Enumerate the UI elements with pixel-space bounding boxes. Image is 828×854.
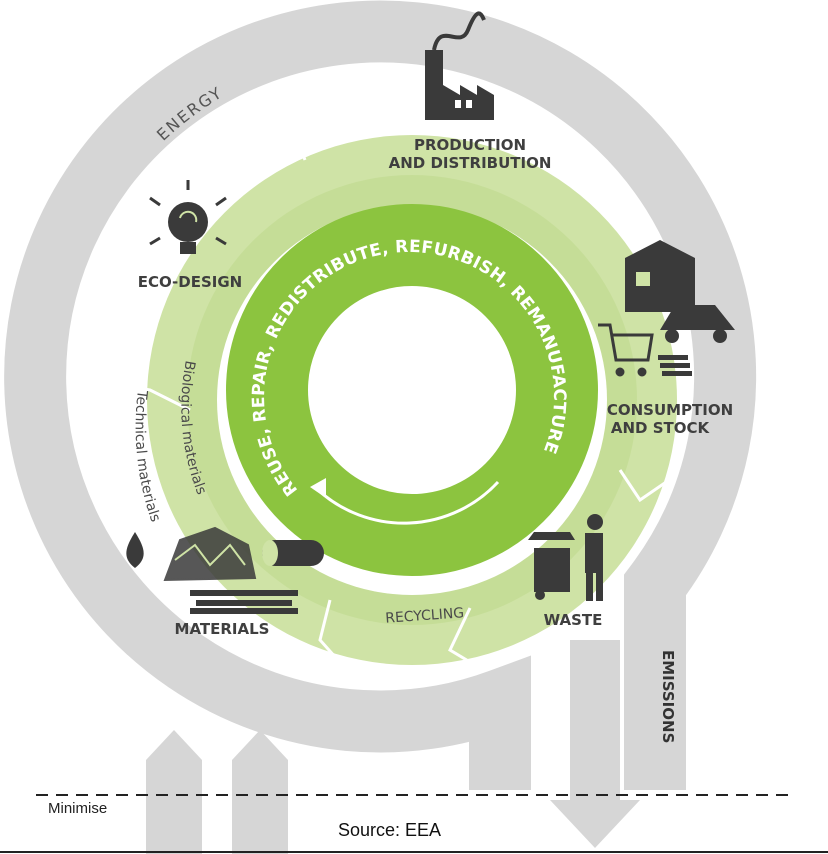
- production-label-line2: AND DISTRIBUTION: [389, 154, 552, 172]
- materials-stage: MATERIALS: [126, 526, 324, 638]
- outer-energy-band: [4, 0, 757, 790]
- consumption-stage: CONSUMPTION AND STOCK: [598, 240, 735, 437]
- recycling-label: RECYCLING: [385, 605, 465, 626]
- materials-label: MATERIALS: [175, 620, 270, 638]
- emissions-label: EMISSIONS: [659, 650, 677, 743]
- oil-drop-icon: [126, 532, 144, 568]
- metal-bars-icon: [190, 590, 298, 614]
- light-bulb-icon: [149, 180, 227, 254]
- car-icon: [660, 305, 735, 343]
- consumption-label-line2: AND STOCK: [611, 419, 711, 437]
- person-icon: [585, 514, 603, 601]
- waste-stage: WASTE: [528, 514, 603, 629]
- ore-pile-icon: [163, 526, 257, 582]
- eco-design-stage: ECO-DESIGN: [138, 180, 242, 291]
- loop-arrowhead-icon: [310, 478, 326, 498]
- production-label-line1: PRODUCTION: [414, 136, 526, 154]
- inflow-arrows: [146, 730, 288, 854]
- house-icon: [625, 240, 695, 312]
- production-stage: PRODUCTION AND DISTRIBUTION: [389, 11, 552, 172]
- consumption-label-line1: CONSUMPTION: [607, 401, 733, 419]
- minimise-label: Minimise: [48, 800, 108, 817]
- banknotes-icon: [658, 355, 692, 376]
- eco-design-label: ECO-DESIGN: [138, 273, 242, 291]
- factory-icon: [425, 11, 494, 120]
- waste-label: WASTE: [544, 611, 603, 629]
- log-icon: [262, 540, 324, 566]
- inner-reuse-ring: REUSE, REPAIR, REDISTRIBUTE, REFURBISH, …: [226, 204, 598, 576]
- shopping-cart-icon: [598, 323, 654, 377]
- source-caption: Source: EEA: [338, 820, 442, 840]
- waste-bin-icon: [528, 532, 575, 600]
- ring-segment-dividers: [119, 108, 673, 670]
